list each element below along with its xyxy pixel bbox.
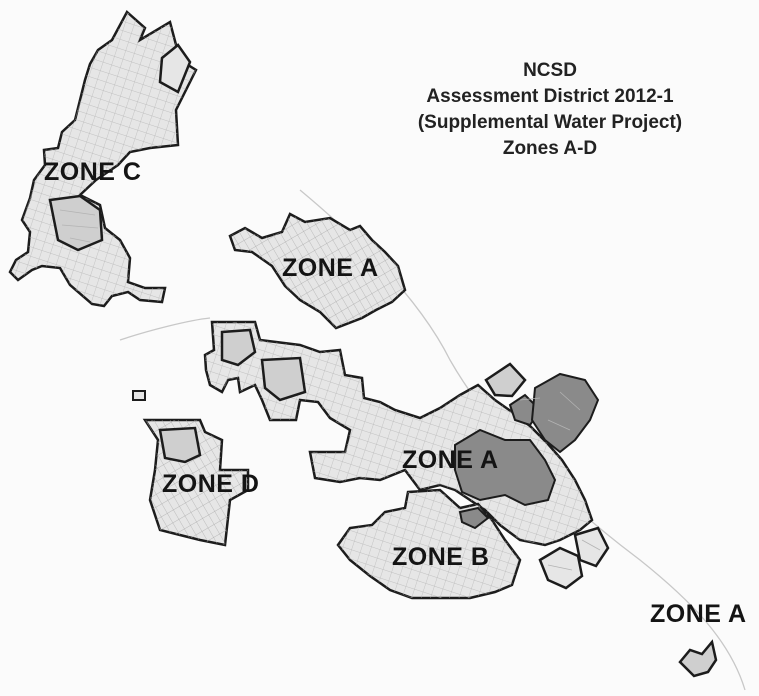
zone-d-area	[142, 418, 250, 547]
zone-a-south-label: ZONE A	[650, 600, 747, 628]
zone-a-north-label: ZONE A	[282, 254, 379, 282]
title-line-3: (Supplemental Water Project)	[417, 112, 683, 133]
zone-c-label: ZONE C	[44, 158, 142, 186]
zone-a-central-label: ZONE A	[402, 446, 499, 474]
zone-d-label: ZONE D	[162, 470, 260, 498]
zone-b-area	[336, 488, 522, 600]
map-title: NCSD Assessment District 2012-1 (Supplem…	[360, 58, 740, 162]
title-line-2: Assessment District 2012-1	[426, 86, 674, 107]
road-line	[119, 317, 211, 341]
zone-a-central-area	[203, 320, 600, 547]
title-line-4: Zones A-D	[502, 138, 598, 159]
zone-a-south-area	[678, 639, 718, 678]
title-line-1: NCSD	[523, 60, 577, 81]
zone-c-area	[8, 10, 198, 308]
zone-a-southeast-parcels	[538, 526, 610, 590]
small-parcel	[132, 390, 146, 401]
zone-b-label: ZONE B	[392, 543, 490, 571]
zone-a-north-area	[228, 212, 407, 330]
